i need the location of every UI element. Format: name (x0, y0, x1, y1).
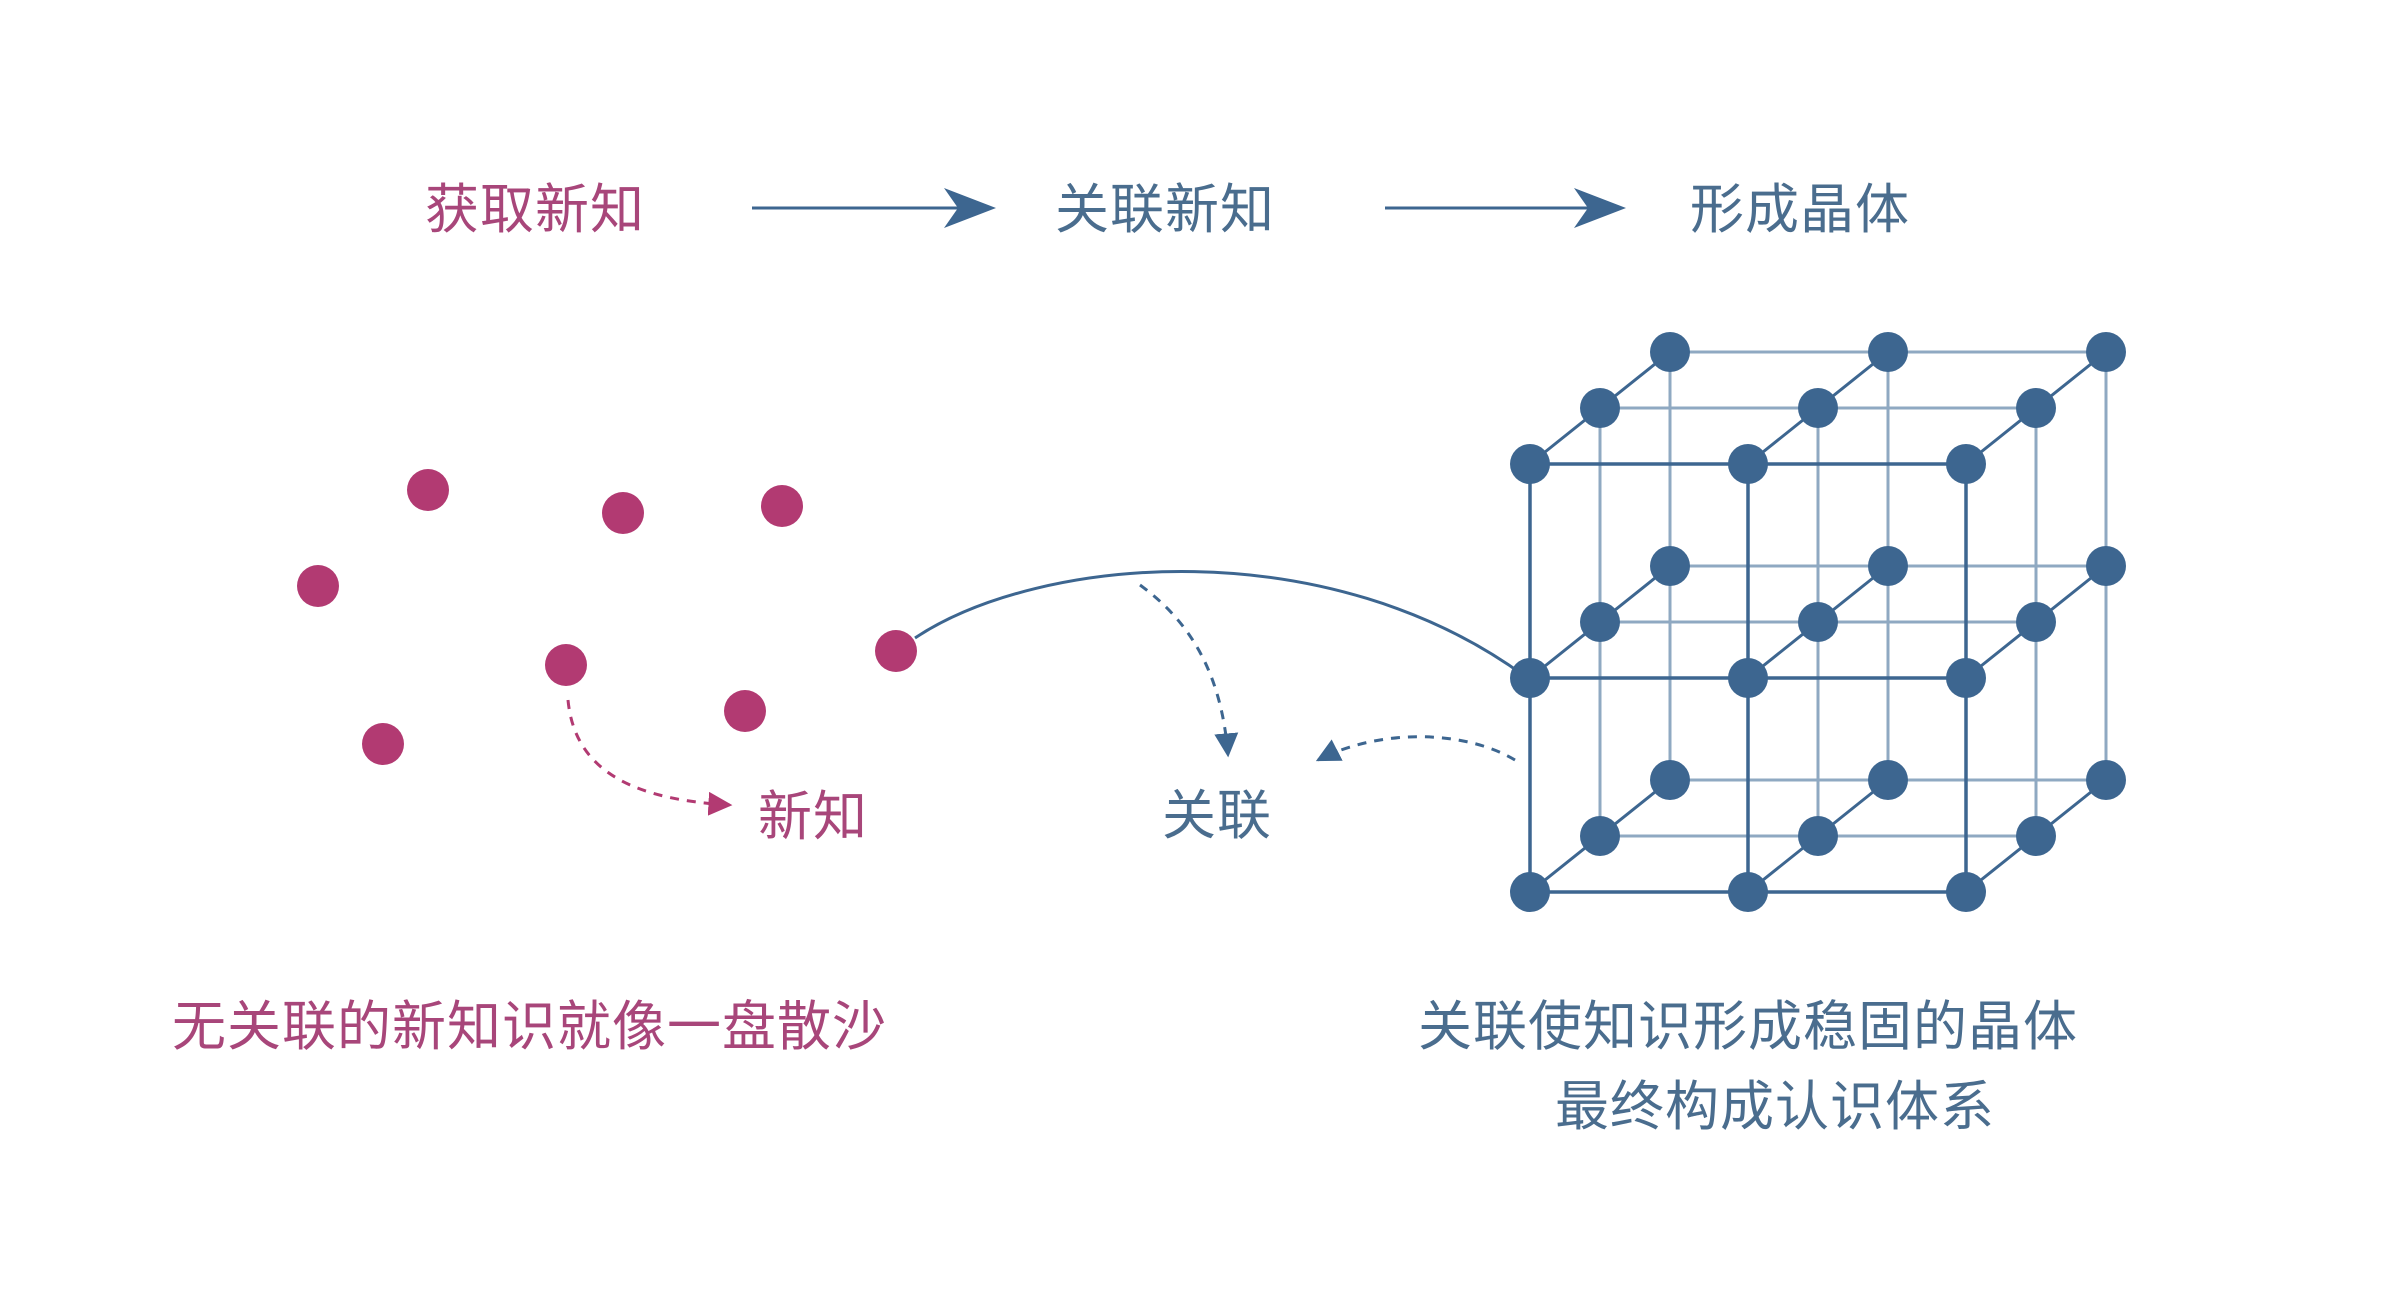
knowledge-dot (297, 565, 339, 607)
crystal-node (1728, 872, 1768, 912)
flow-step-acquire: 获取新知 (425, 178, 645, 241)
flow-step-associate: 关联新知 (1055, 178, 1275, 241)
crystal-node (2016, 602, 2056, 642)
crystal-node (1868, 332, 1908, 372)
crystal-node (1510, 444, 1550, 484)
new-knowledge-label: 新知 (758, 785, 868, 848)
crystal-node (2086, 546, 2126, 586)
left-caption: 无关联的新知识就像一盘散沙 (172, 995, 887, 1058)
crystal-node (2016, 816, 2056, 856)
right-caption-line1: 关联使知识形成稳固的晶体 (1418, 995, 2078, 1058)
crystal-node (1728, 444, 1768, 484)
knowledge-dot (545, 644, 587, 686)
crystal-node (1946, 444, 1986, 484)
crystal-node (2016, 388, 2056, 428)
dashed-arrow-to-new-knowledge (566, 699, 733, 816)
crystal-node (1798, 602, 1838, 642)
crystal-node (1946, 658, 1986, 698)
crystal-node (2086, 332, 2126, 372)
dashed-arrow-to-association-right (1315, 735, 1516, 762)
crystal-node (1946, 872, 1986, 912)
knowledge-dot (724, 690, 766, 732)
crystal-node (1580, 602, 1620, 642)
crystal-node (1868, 760, 1908, 800)
association-label: 关联 (1162, 784, 1272, 847)
crystal-lattice-cube (1510, 332, 2126, 912)
knowledge-dot (602, 492, 644, 534)
association-curve (914, 570, 1531, 682)
crystal-node (1798, 388, 1838, 428)
crystal-node (1728, 658, 1768, 698)
right-caption-line2: 最终构成认识体系 (1555, 1075, 1995, 1138)
knowledge-dot (761, 485, 803, 527)
dashed-arrow-to-association-top (1139, 583, 1239, 758)
crystal-node (1868, 546, 1908, 586)
knowledge-dot (362, 723, 404, 765)
crystal-node (1580, 388, 1620, 428)
knowledge-dot (875, 630, 917, 672)
crystal-node (1510, 658, 1550, 698)
crystal-node (1510, 872, 1550, 912)
right-arrow-icon (752, 188, 996, 228)
crystal-node (1580, 816, 1620, 856)
crystal-node (1650, 546, 1690, 586)
crystal-node (2086, 760, 2126, 800)
scattered-knowledge-dots (297, 469, 917, 765)
flow-step-crystallize: 形成晶体 (1690, 178, 1910, 241)
knowledge-dot (407, 469, 449, 511)
right-arrow-icon (1385, 188, 1626, 228)
crystal-node (1798, 816, 1838, 856)
crystal-node (1650, 760, 1690, 800)
crystal-node (1650, 332, 1690, 372)
